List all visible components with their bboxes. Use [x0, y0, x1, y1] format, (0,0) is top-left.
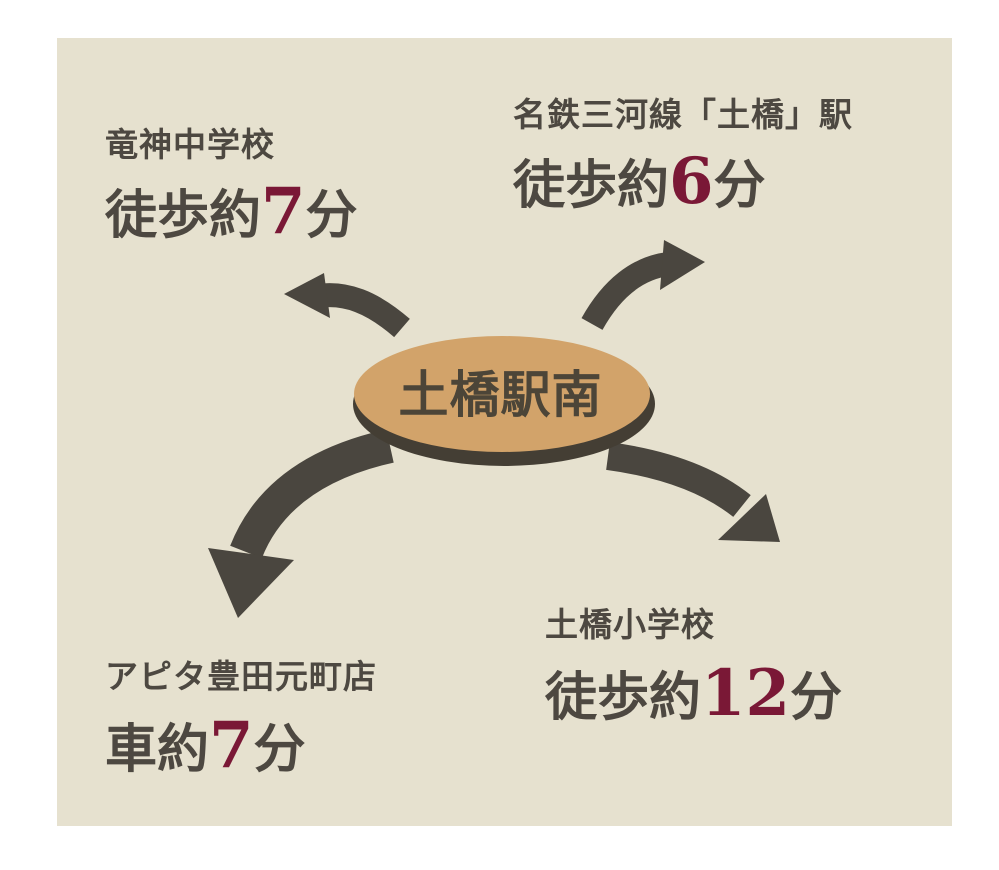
destination-name: 土橋小学校 — [545, 605, 715, 644]
arrow-to-bottom-right — [606, 442, 780, 542]
time-prefix: 徒歩約 — [513, 155, 670, 216]
destination-time: 徒歩約6分 — [513, 150, 853, 214]
time-number: 7 — [261, 174, 306, 249]
destination-top-left: 竜神中学校 徒歩約7分 — [105, 118, 358, 244]
destination-name: 名鉄三河線「土橋」駅 — [513, 95, 853, 134]
time-unit: 分 — [305, 185, 358, 246]
time-number: 7 — [209, 708, 254, 783]
destination-top-right: 名鉄三河線「土橋」駅 徒歩約6分 — [513, 88, 853, 214]
center-label: 土橋駅南 — [398, 366, 603, 424]
destination-bottom-right: 土橋小学校 徒歩約12分 — [545, 598, 842, 726]
destination-bottom-left: アピタ豊田元町店 車約7分 — [105, 650, 377, 778]
time-unit: 分 — [790, 667, 843, 728]
destination-name: 竜神中学校 — [105, 125, 275, 164]
arrow-to-bottom-left — [208, 429, 394, 618]
destination-time: 車約7分 — [105, 714, 377, 778]
center-ellipse — [354, 336, 650, 452]
time-unit: 分 — [253, 719, 306, 780]
time-prefix: 車約 — [105, 719, 210, 780]
arrow-to-top-right — [581, 240, 705, 331]
time-prefix: 徒歩約 — [545, 667, 702, 728]
destination-time: 徒歩約12分 — [545, 662, 842, 726]
time-number: 6 — [669, 144, 714, 219]
destination-time: 徒歩約7分 — [105, 180, 358, 244]
arrow-to-top-left — [284, 273, 410, 338]
time-number: 12 — [701, 656, 791, 731]
time-unit: 分 — [713, 155, 766, 216]
destination-name: アピタ豊田元町店 — [105, 657, 377, 696]
time-prefix: 徒歩約 — [105, 185, 262, 246]
